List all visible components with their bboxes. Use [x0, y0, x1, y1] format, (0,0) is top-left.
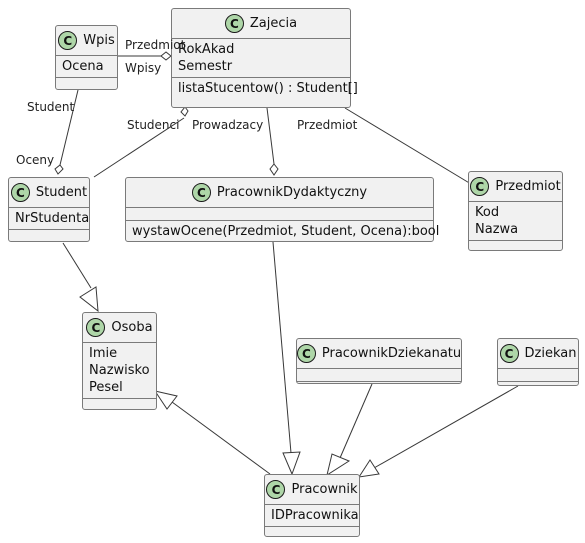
student-osoba-arrow — [79, 286, 99, 313]
field: RokAkad — [178, 42, 235, 57]
student-osoba-link — [62, 242, 92, 289]
label-zajecia-prowadzacy: Prowadzacy — [192, 118, 264, 132]
wpis-zajecia-diamond — [160, 51, 172, 61]
field: Nazwa — [475, 222, 519, 237]
field: Imie — [89, 346, 118, 361]
wpis-student-link — [59, 89, 79, 166]
method: wystawOcene(Przedmiot, Student, Ocena):b… — [132, 224, 440, 239]
class-osoba[interactable]: C Osoba Imie Nazwisko Pesel — [82, 312, 157, 410]
class-icon: C — [10, 183, 30, 202]
class-icon: C — [266, 480, 286, 499]
label-student-oceny: Oceny — [16, 153, 55, 167]
class-icon: C — [191, 183, 211, 202]
class-name: Wpis — [83, 33, 115, 48]
pracownik-osoba-arrow — [153, 390, 178, 410]
dziekan-pracownik-arrow — [357, 459, 380, 478]
class-name: PracownikDziekanatu — [321, 346, 462, 361]
pdz-pracownik-link — [339, 383, 373, 459]
wpis-student-diamond — [54, 164, 64, 175]
pd-pracownik-link — [272, 241, 292, 454]
label-zajecia-studenci: Studenci — [127, 118, 180, 132]
label-wpis-student: Student — [27, 100, 75, 114]
class-name: Przedmiot — [495, 179, 561, 194]
class-name: Student — [35, 185, 88, 200]
zajecia-student-diamond — [180, 106, 189, 117]
class-icon: C — [224, 14, 244, 33]
class-icon: C — [58, 31, 78, 50]
class-student[interactable]: C Student NrStudenta — [8, 177, 90, 242]
field: Semestr — [178, 59, 233, 74]
label-zajecia-przedmiot: Przedmiot — [297, 118, 358, 132]
pracownik-osoba-link — [171, 401, 271, 475]
zajecia-pd-link — [266, 107, 275, 165]
zajecia-student-link — [93, 117, 185, 178]
class-name: Osoba — [111, 320, 153, 335]
pdz-pracownik-arrow — [326, 453, 351, 477]
class-pracownik-dydaktyczny[interactable]: C PracownikDydaktyczny wystawOcene(Przedm… — [125, 177, 440, 242]
field: Ocena — [62, 59, 104, 74]
class-pracownik-dziekanatu[interactable]: C PracownikDziekanatu — [296, 338, 462, 384]
field: NrStudenta — [15, 211, 90, 226]
dziekan-pracownik-link — [373, 385, 519, 469]
field: Pesel — [89, 380, 123, 395]
field: IDPracownika — [271, 508, 359, 523]
class-icon: C — [499, 344, 519, 363]
class-dziekan[interactable]: C Dziekan — [497, 338, 579, 386]
field: Nazwisko — [89, 363, 150, 378]
zajecia-pd-diamond — [269, 163, 279, 176]
class-name: Pracownik — [291, 482, 358, 497]
class-name: Dziekan — [524, 346, 577, 361]
field: Kod — [475, 205, 500, 220]
class-icon: C — [86, 318, 106, 337]
class-name: Zajecia — [249, 16, 298, 31]
method: listaStucentow() : Student[] — [178, 81, 358, 96]
class-zajecia[interactable]: C Zajecia RokAkad Semestr listaStucentow(… — [171, 8, 358, 108]
class-icon: C — [470, 177, 490, 196]
class-pracownik[interactable]: C Pracownik IDPracownika — [264, 474, 360, 537]
label-zajecia-wpisy: Wpisy — [125, 61, 162, 75]
zajecia-przedmiot-link — [344, 107, 472, 185]
pd-pracownik-arrow — [282, 451, 301, 476]
class-przedmiot[interactable]: C Przedmiot Kod Nazwa — [468, 171, 563, 251]
class-name: PracownikDydaktyczny — [216, 185, 368, 200]
label-wpis-przedmiot: Przedmiot — [125, 38, 186, 52]
class-icon: C — [296, 344, 316, 363]
class-wpis[interactable]: C Wpis Ocena — [55, 25, 118, 90]
